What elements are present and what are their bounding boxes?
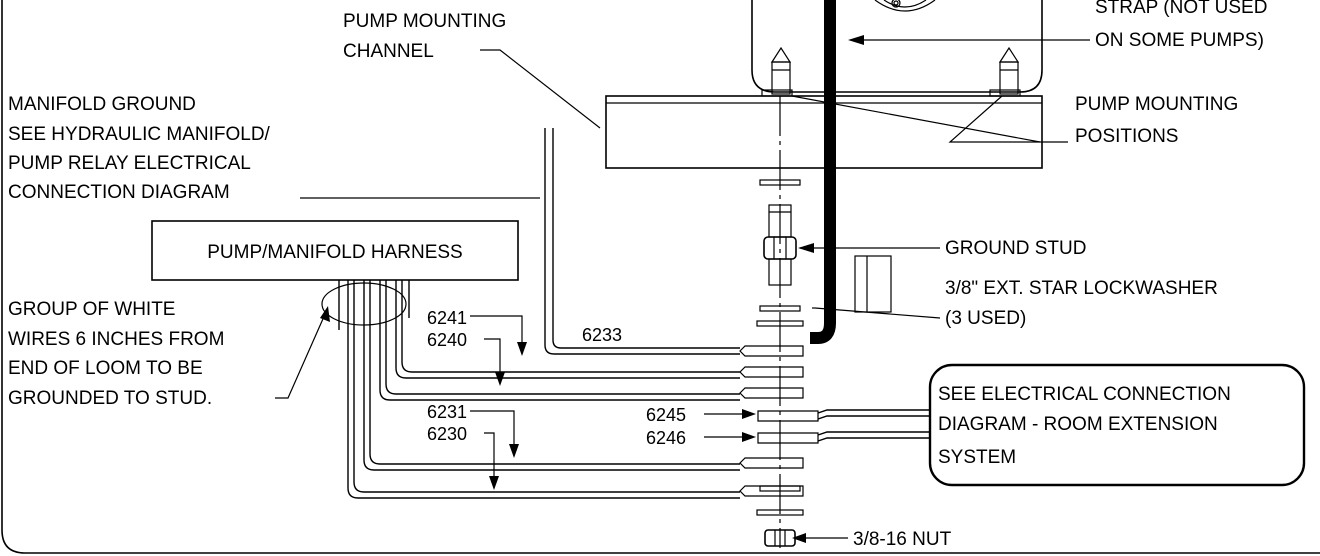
white-wires-label-4: GROUNDED TO STUD. — [8, 388, 212, 409]
white-wires-label-3: END OF LOOM TO BE — [8, 358, 203, 379]
wire-number-6241: 6241 — [427, 308, 467, 328]
right-mounting-bolt — [989, 46, 1021, 97]
room-extension-wires — [817, 409, 930, 442]
manifold-ground-label-2: SEE HYDRAULIC MANIFOLD/ — [8, 124, 271, 145]
nut-label: 3/8-16 NUT — [853, 529, 952, 550]
ground-strap — [810, 0, 836, 344]
strap-bracket — [854, 255, 892, 313]
bottom-nut — [764, 529, 796, 547]
leader-lines — [275, 35, 1090, 543]
pump-mounting-positions-label-1: PUMP MOUNTING — [1075, 94, 1238, 115]
ground-stud-label: GROUND STUD — [945, 238, 1086, 259]
harness-label: PUMP/MANIFOLD HARNESS — [207, 242, 462, 263]
harness-box — [151, 220, 519, 281]
ring-terminals — [739, 345, 819, 497]
white-wires-ellipse — [321, 282, 407, 326]
wire-number-6233: 6233 — [582, 325, 622, 345]
harness-wires — [338, 128, 740, 499]
pump-mounting-channel-label-1: PUMP MOUNTING — [343, 11, 506, 32]
pump-mounting-positions-label-2: POSITIONS — [1075, 126, 1178, 147]
wire-number-6245: 6245 — [646, 405, 686, 425]
manifold-ground-label-1: MANIFOLD GROUND — [8, 94, 196, 115]
wire-number-6231: 6231 — [427, 402, 467, 422]
wire-number-6240: 6240 — [427, 330, 467, 350]
ground-stud-assembly — [756, 179, 804, 516]
manifold-ground-label-3: PUMP RELAY ELECTRICAL — [8, 153, 251, 174]
strap-label-2: ON SOME PUMPS) — [1095, 30, 1264, 51]
see-electrical-box — [928, 363, 1306, 487]
strap-label-1: STRAP (NOT USED — [1095, 0, 1267, 18]
lockwasher-label-1: 3/8" EXT. STAR LOCKWASHER — [945, 278, 1218, 299]
wire-number-6230: 6230 — [427, 424, 467, 444]
pump-mounting-channel-label-2: CHANNEL — [343, 41, 434, 62]
white-wires-label-2: WIRES 6 INCHES FROM — [8, 329, 224, 350]
manifold-ground-label-4: CONNECTION DIAGRAM — [8, 182, 230, 203]
see-elec-line-2: DIAGRAM - ROOM EXTENSION — [938, 414, 1218, 435]
lockwasher-label-2: (3 USED) — [945, 308, 1026, 329]
left-mounting-bolt — [761, 46, 793, 97]
see-elec-line-3: SYSTEM — [938, 447, 1016, 468]
wire-number-6246: 6246 — [646, 428, 686, 448]
see-elec-line-1: SEE ELECTRICAL CONNECTION — [938, 384, 1231, 405]
white-wires-label-1: GROUP OF WHITE — [8, 299, 175, 320]
pump-body — [751, 0, 1043, 97]
